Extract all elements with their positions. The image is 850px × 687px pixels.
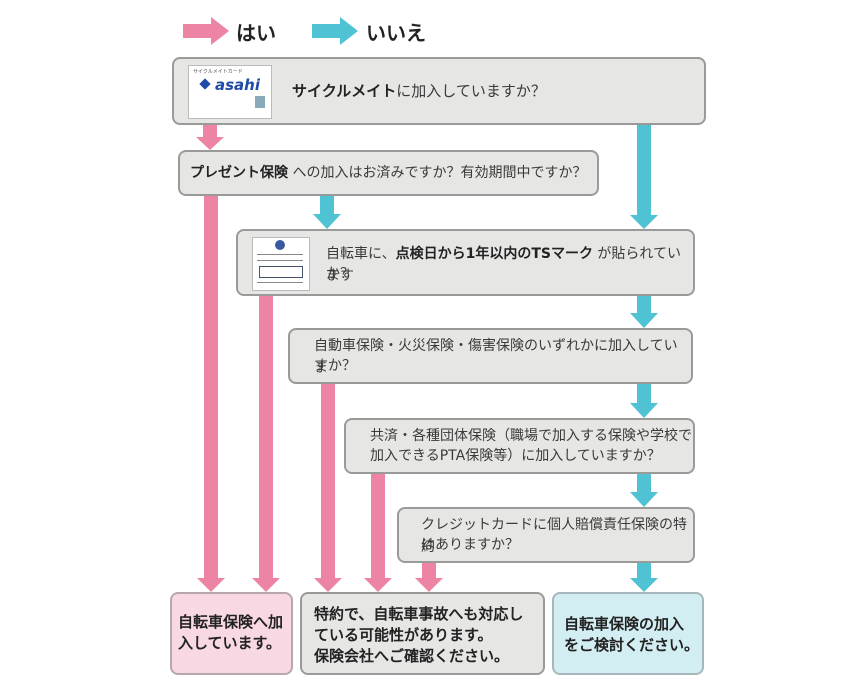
arrow-q4-yes: [314, 384, 342, 592]
question-other-insurance: 自動車保険・火災保険・傷害保険のいずれかに加入していま すか？: [288, 328, 693, 384]
q2-text: プレゼント保険 への加入はお済みですか？有効期間中ですか？: [190, 165, 587, 181]
result-check-with-insurer: 特約で、自転車事故へも対応し ている可能性があります。 保険会社へご確認ください…: [300, 592, 545, 675]
r1-line2: 入しています。: [178, 634, 282, 652]
question-ts-mark: 自転車に、点検日から1年以内のTSマーク が貼られています か？: [236, 229, 695, 296]
question-credit-card: クレジットカードに個人賠償責任保険の特約 はありますか？: [397, 507, 695, 563]
q1-text: サイクルメイトに加入していますか？: [292, 82, 546, 100]
arrow-q2-no: [313, 196, 341, 229]
result-insured: 自転車保険へ加 入しています。: [170, 592, 293, 675]
r2-line1: 特約で、自転車事故へも対応し: [314, 605, 524, 623]
r2-line3: 保険会社へご確認ください。: [314, 647, 510, 665]
q3-text: 自転車に、点検日から1年以内のTSマーク が貼られています: [326, 246, 682, 284]
legend-no-arrow: [312, 17, 358, 45]
ts-emblem-icon: [275, 240, 285, 250]
legend-yes-arrow: [183, 17, 229, 45]
arrow-q4-no: [630, 384, 658, 418]
arrow-q6-no: [630, 563, 658, 592]
question-cyclemate: サイクルメイトカード asahi サイクルメイトに加入していますか？: [172, 57, 706, 125]
arrow-q5-no: [630, 474, 658, 507]
arrow-q5-yes: [364, 474, 392, 592]
arrow-q1-no: [630, 125, 658, 229]
legend-yes-label: はい: [236, 21, 276, 45]
asahi-logo-icon: [199, 78, 211, 90]
q4-text-line1: 自動車保険・火災保険・傷害保険のいずれかに加入していま: [314, 338, 678, 376]
r3-line1: 自転車保険の加入: [564, 615, 685, 633]
card-title: サイクルメイトカード: [193, 69, 243, 75]
question-present-insurance: プレゼント保険 への加入はお済みですか？有効期間中ですか？: [178, 150, 599, 196]
legend-no-label: いいえ: [366, 21, 426, 45]
result-consider-insurance: 自転車保険の加入 をご検討ください。: [552, 592, 704, 675]
arrow-q3-yes: [252, 296, 280, 592]
cyclemate-card-image: サイクルメイトカード asahi: [188, 65, 272, 119]
q5-text-line1: 共済・各種団体保険（職場で加入する保険や学校で: [370, 428, 692, 444]
card-logo-text: asahi: [215, 76, 260, 94]
ts-mark-image: [252, 237, 310, 291]
qr-code-icon: [255, 96, 265, 108]
arrow-q3-no: [630, 296, 658, 328]
question-mutual-aid: 共済・各種団体保険（職場で加入する保険や学校で 加入できるPTA保険等）に加入し…: [344, 418, 695, 474]
r1-line1: 自転車保険へ加: [178, 613, 284, 631]
q5-text-line2: 加入できるPTA保険等）に加入していますか？: [370, 448, 661, 464]
q4-text-line2: すか？: [314, 358, 356, 374]
q6-text-line2: はありますか？: [421, 537, 519, 553]
r2-line2: ている可能性があります。: [314, 626, 493, 644]
arrow-q2-yes: [197, 196, 225, 592]
arrow-q1-yes: [196, 125, 224, 150]
r3-line2: をご検討ください。: [564, 636, 700, 654]
q3-text-line2: か？: [326, 266, 354, 282]
arrow-q6-yes: [415, 563, 443, 592]
q6-text-line1: クレジットカードに個人賠償責任保険の特約: [421, 517, 687, 555]
